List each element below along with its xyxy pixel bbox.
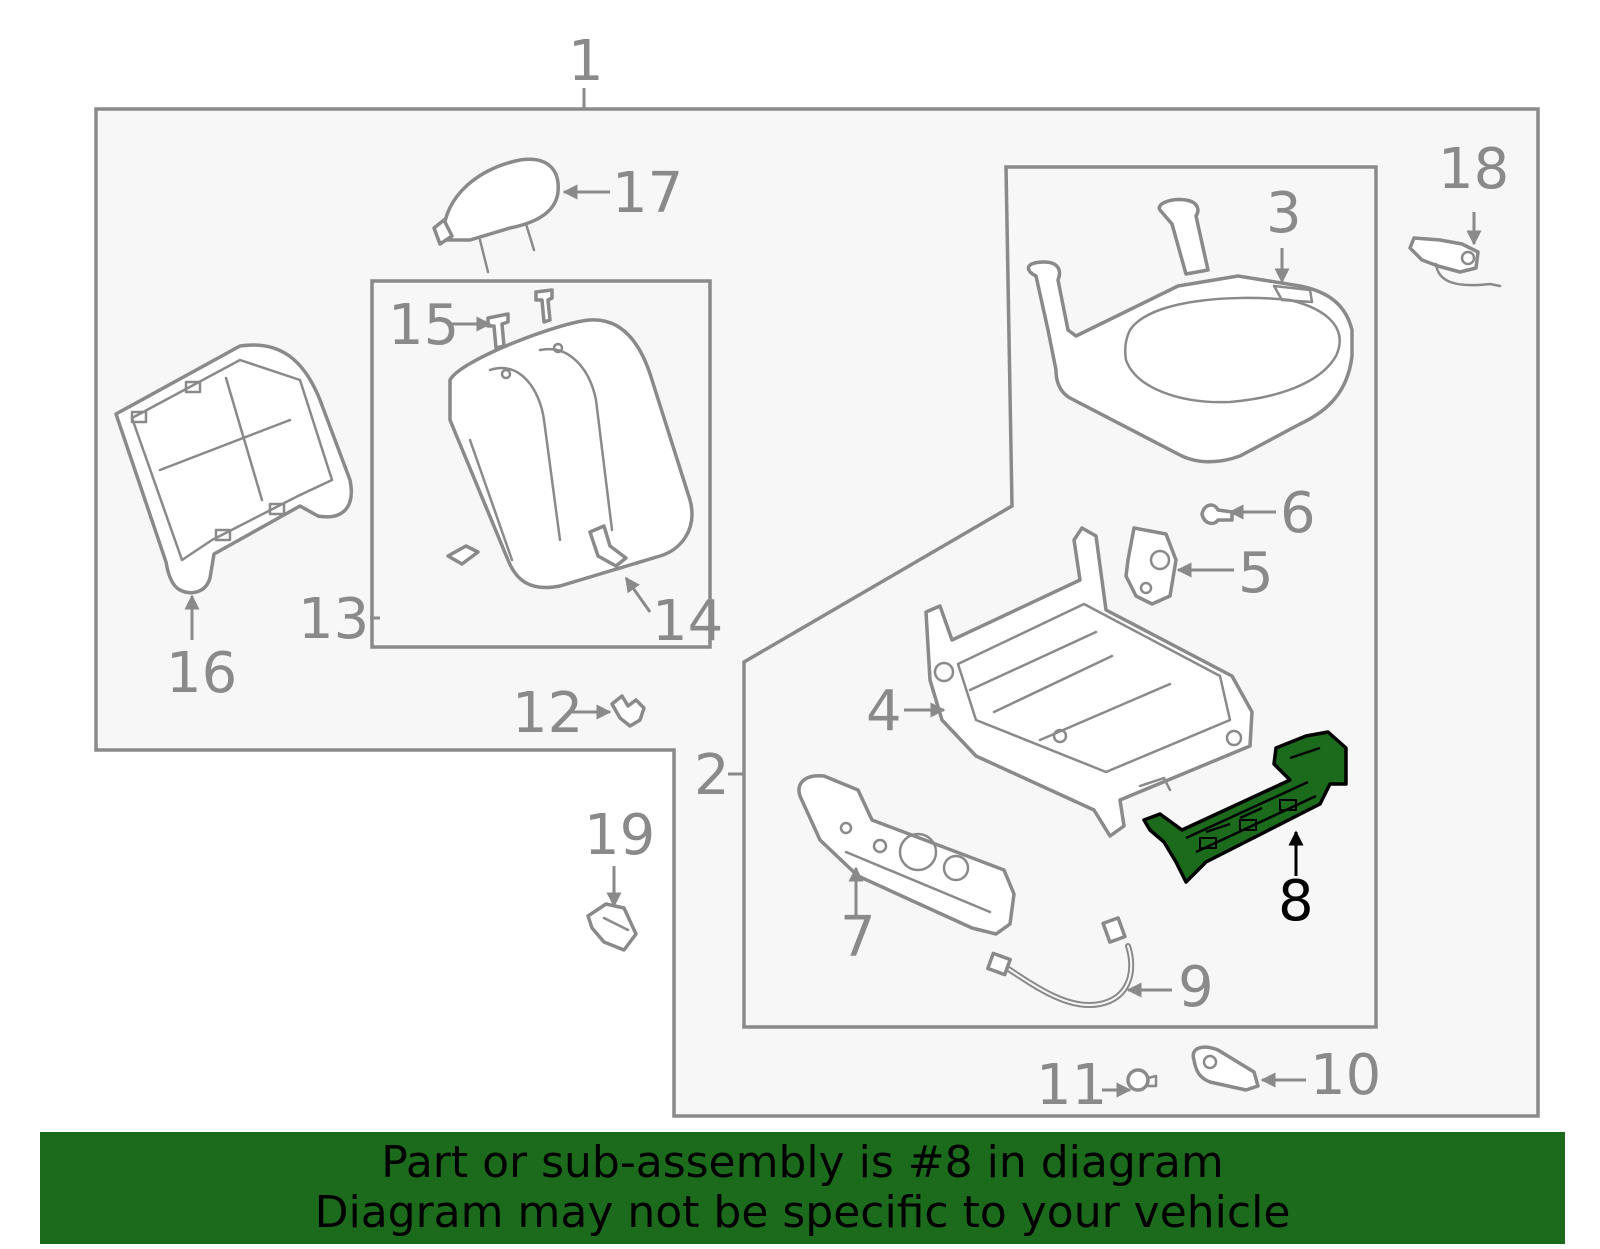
callout-19: 19 [584, 803, 655, 868]
callout-18: 18 [1438, 137, 1509, 202]
callout-2: 2 [694, 743, 730, 808]
headrest-part-17 [432, 157, 560, 274]
callout-12: 12 [512, 681, 583, 746]
callout-5: 5 [1238, 541, 1274, 606]
callout-7: 7 [840, 905, 876, 970]
callout-10: 10 [1310, 1043, 1381, 1108]
callout-14: 14 [652, 589, 723, 654]
callout-4: 4 [866, 679, 902, 744]
banner-line-2: Diagram may not be specific to your vehi… [314, 1187, 1291, 1238]
callout-8: 8 [1278, 869, 1314, 934]
callout-1: 1 [568, 29, 604, 94]
clip-part-12 [610, 694, 646, 728]
wire-harness-part-9 [986, 916, 1135, 1009]
callout-9: 9 [1178, 955, 1214, 1020]
callout-3: 3 [1266, 181, 1302, 246]
side-cover-part-7 [797, 774, 1016, 936]
callout-17: 17 [612, 161, 683, 226]
callout-13: 13 [298, 587, 369, 652]
callout-6: 6 [1280, 481, 1316, 546]
callout-16: 16 [166, 641, 237, 706]
banner-line-1: Part or sub-assembly is #8 in diagram [381, 1137, 1224, 1188]
clip-part-11 [1126, 1068, 1158, 1092]
cap-part-19 [586, 902, 638, 952]
bracket-part-5 [1124, 526, 1178, 606]
info-banner: Part or sub-assembly is #8 in diagram Di… [40, 1132, 1565, 1244]
lever-part-10 [1191, 1045, 1260, 1092]
cushion-part-3 [1026, 197, 1354, 464]
back-cover-part-16 [114, 343, 353, 595]
sensor-part-18 [1408, 236, 1502, 288]
callout-15: 15 [388, 293, 459, 358]
seat-frame-part-4 [924, 526, 1254, 838]
highlighted-part-8 [1142, 730, 1348, 884]
leader-lines [184, 184, 1482, 1098]
seat-back-part-14 [446, 318, 694, 590]
callout-11: 11 [1036, 1053, 1107, 1118]
